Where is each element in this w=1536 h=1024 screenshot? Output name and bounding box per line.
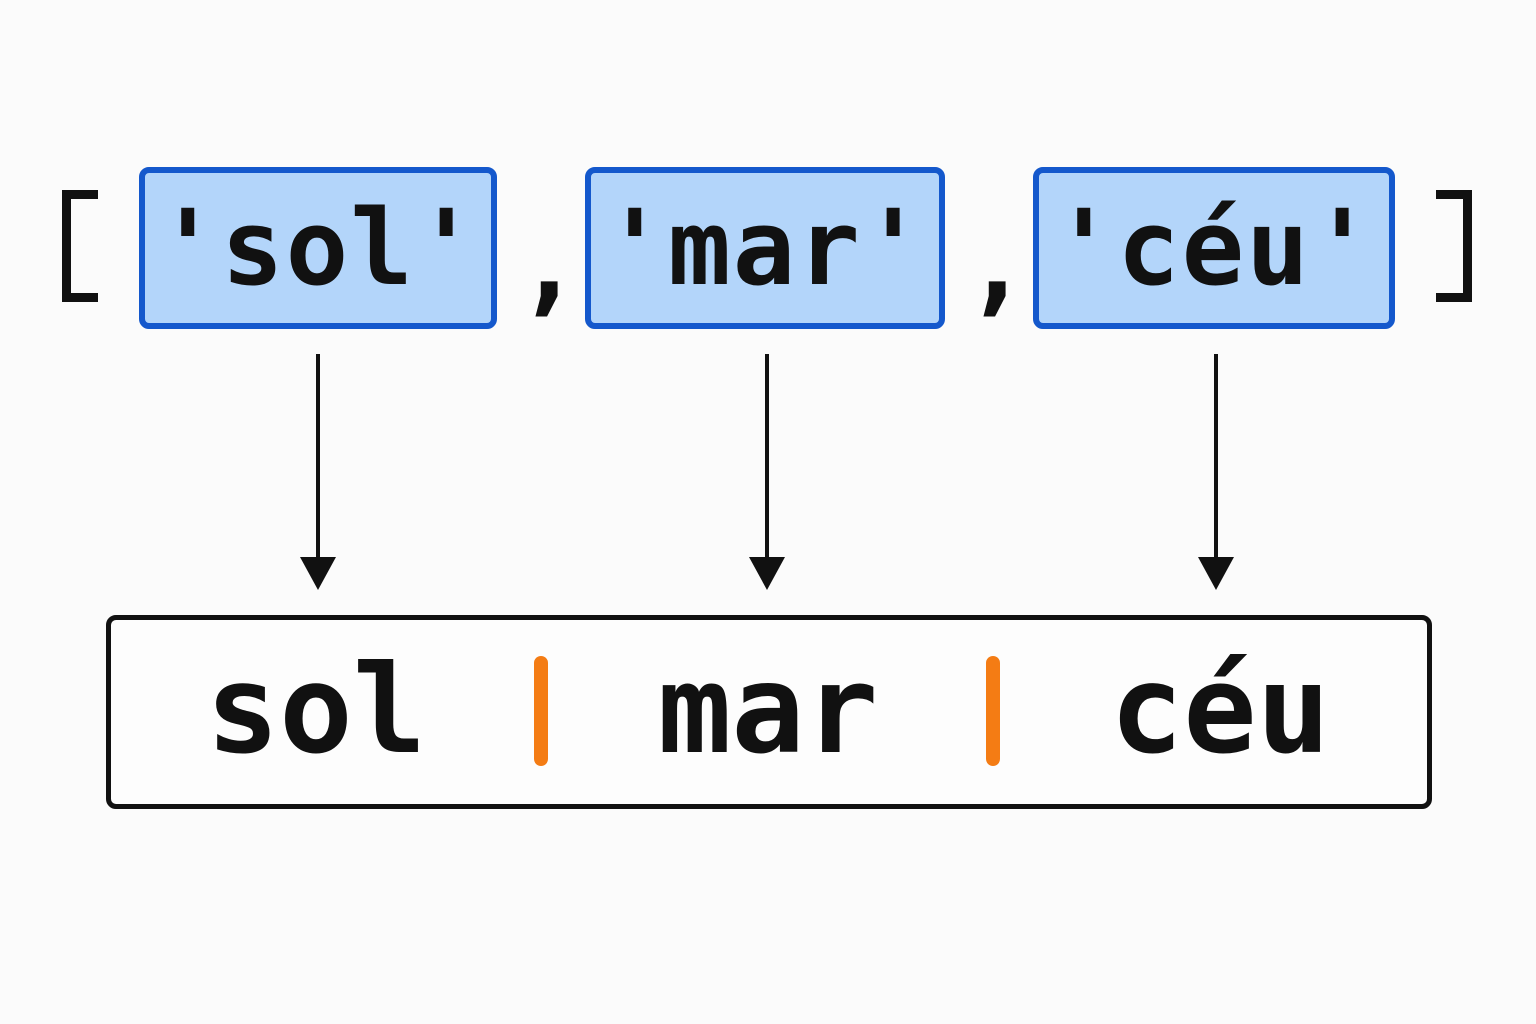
- arrow-ceu: [1198, 354, 1234, 590]
- comma-separator: ,: [516, 199, 583, 327]
- close-bracket: [1436, 190, 1472, 302]
- arrow-mar: [749, 354, 785, 590]
- output-word-mar: mar: [657, 639, 879, 781]
- pipe-separator: [986, 656, 1000, 766]
- list-item-mar: 'mar': [585, 167, 945, 329]
- list-item-ceu: 'céu': [1033, 167, 1395, 329]
- list-item-sol: 'sol': [139, 167, 497, 329]
- comma-separator: ,: [964, 199, 1031, 327]
- pipe-separator: [534, 656, 548, 766]
- output-word-sol: sol: [205, 639, 427, 781]
- output-word-ceu: céu: [1109, 639, 1331, 781]
- arrow-sol: [300, 354, 336, 590]
- open-bracket: [62, 190, 98, 302]
- joined-output-box: [106, 615, 1432, 809]
